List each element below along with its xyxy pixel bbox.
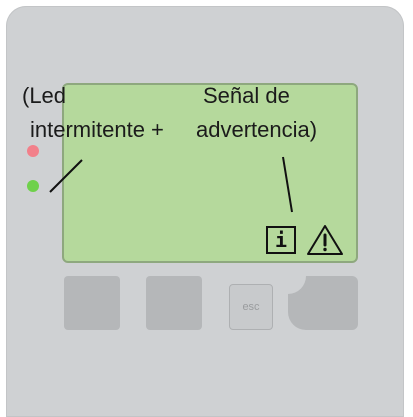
signal-caption-line1: Señal de — [203, 83, 290, 108]
info-icon: i — [266, 226, 296, 254]
warning-triangle-icon — [307, 225, 343, 255]
led-caption-line1: (Led — [22, 83, 67, 108]
signal-pointer-line — [282, 156, 293, 213]
lcd-display — [62, 83, 358, 263]
button-4[interactable] — [288, 276, 358, 330]
button-2[interactable] — [146, 276, 202, 330]
red-led — [27, 145, 39, 157]
led-caption-line2: intermitente + — [30, 117, 164, 142]
esc-button[interactable]: esc — [229, 284, 273, 330]
signal-caption-line2: advertencia) — [196, 117, 318, 142]
led-pointer-line — [49, 159, 83, 193]
button-4-notch — [288, 276, 306, 294]
green-led — [27, 180, 39, 192]
button-1[interactable] — [64, 276, 120, 330]
esc-label: esc — [242, 301, 260, 313]
